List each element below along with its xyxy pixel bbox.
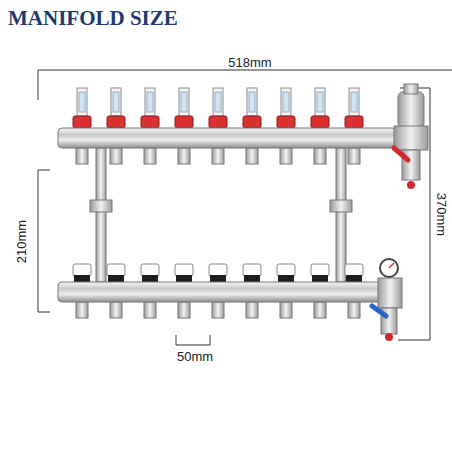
outlet-fitting	[348, 148, 360, 164]
meter-glass	[283, 92, 289, 112]
valve-cap	[175, 264, 193, 276]
dimension-label: 518mm	[226, 56, 273, 69]
outlet-fitting	[314, 148, 326, 164]
outlet-fitting	[178, 302, 190, 318]
vent-body	[394, 126, 428, 150]
valve-cap	[73, 264, 91, 276]
flow-meter	[315, 88, 325, 116]
outlet-fitting	[314, 302, 326, 318]
valve-cap	[345, 264, 363, 276]
supply-pipe	[58, 128, 396, 148]
meter-cap	[277, 116, 295, 128]
meter-cap	[209, 116, 227, 128]
gauge-body	[378, 278, 402, 308]
outlet-fitting	[280, 302, 292, 318]
meter-glass	[79, 92, 85, 112]
outlet-fitting	[76, 302, 88, 318]
meter-glass	[249, 92, 255, 112]
outlet-fitting	[110, 302, 122, 318]
flow-meter	[111, 88, 121, 116]
pitch-dimension	[176, 335, 210, 345]
bracket-clip	[330, 200, 352, 212]
valve-cap	[141, 264, 159, 276]
meter-glass	[147, 92, 153, 112]
valve-cap	[107, 264, 125, 276]
meter-cap	[243, 116, 261, 128]
meter-glass	[317, 92, 323, 112]
flow-meter	[145, 88, 155, 116]
dimension-lines	[38, 70, 452, 345]
outlet-fitting	[246, 302, 258, 318]
meter-cap	[107, 116, 125, 128]
meter-glass	[181, 92, 187, 112]
valve-cap	[277, 264, 295, 276]
outlet-fitting	[76, 148, 88, 164]
spacing-dimension	[38, 170, 50, 312]
valve-cap	[243, 264, 261, 276]
width-dimension	[38, 70, 452, 100]
dimension-label: 370mm	[435, 190, 448, 237]
meter-glass	[351, 92, 357, 112]
flow-meter	[247, 88, 257, 116]
valve-handle	[394, 148, 408, 160]
dimension-label: 210mm	[16, 217, 29, 264]
support-bracket	[336, 148, 346, 282]
outlet-fitting	[144, 148, 156, 164]
title: MANIFOLD SIZE	[8, 6, 178, 31]
outlet-fitting	[212, 148, 224, 164]
outlet-fitting	[348, 302, 360, 318]
meter-cap	[311, 116, 329, 128]
flow-meter	[179, 88, 189, 116]
flow-meter	[349, 88, 359, 116]
outlet-fitting	[178, 148, 190, 164]
return-pipe	[58, 282, 388, 302]
meter-cap	[175, 116, 193, 128]
valve-cap	[311, 264, 329, 276]
air-vent-cap	[404, 84, 418, 94]
meter-glass	[113, 92, 119, 112]
outlet-fitting	[280, 148, 292, 164]
flow-meter	[281, 88, 291, 116]
flow-meter	[213, 88, 223, 116]
meter-glass	[215, 92, 221, 112]
drain-cap	[407, 181, 415, 189]
outlet-fitting	[212, 302, 224, 318]
dimension-label: 50mm	[175, 350, 215, 363]
meter-cap	[345, 116, 363, 128]
outlet-fitting	[144, 302, 156, 318]
meter-cap	[141, 116, 159, 128]
valve-handle	[372, 306, 386, 316]
outlet-fitting	[110, 148, 122, 164]
pressure-gauge	[380, 259, 398, 277]
meter-cap	[73, 116, 91, 128]
bracket-clip	[90, 200, 112, 212]
drain-cap	[385, 333, 393, 341]
valve-cap	[209, 264, 227, 276]
air-vent	[398, 92, 424, 128]
gauge-needle	[389, 263, 394, 268]
support-bracket	[96, 148, 106, 282]
outlet-fitting	[246, 148, 258, 164]
flow-meter	[77, 88, 87, 116]
